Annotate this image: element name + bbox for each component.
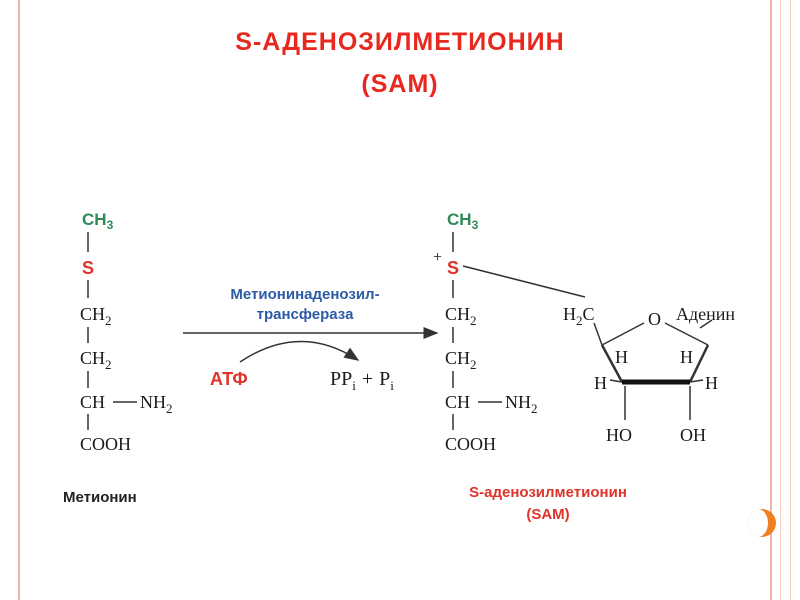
frame-left-border — [18, 0, 20, 600]
ribose-h-left-in: H — [615, 347, 628, 367]
page-title: S-АДЕНОЗИЛМЕТИОНИН — [235, 28, 565, 56]
ribose-structure: H2C O Аденин H H H H HO OH — [563, 304, 735, 445]
sam-nh2: NH2 — [505, 392, 538, 416]
methionine-cooh: COOH — [80, 434, 131, 454]
sam-ch: CH — [445, 392, 470, 412]
enzyme-label-line2: трансфераза — [257, 306, 354, 323]
ribose-ho: HO — [606, 425, 632, 445]
decorative-circle-icon — [748, 509, 776, 537]
ribose-o: O — [648, 309, 661, 329]
page-subtitle: (SAM) — [361, 70, 439, 98]
ribose-h-right-in: H — [680, 347, 693, 367]
methionine-caption: Метионин — [63, 489, 137, 506]
curved-arrow — [239, 340, 360, 363]
ring-bond — [664, 322, 709, 346]
sam-ch2-a: CH2 — [445, 304, 477, 328]
methionine-nh2: NH2 — [140, 392, 173, 416]
bond — [699, 319, 713, 329]
products-label: PPi+Pi — [330, 368, 394, 393]
methionine-ch2-b: CH2 — [80, 348, 112, 372]
methionine-s: S — [82, 258, 94, 278]
methionine-ch3: CH3 — [82, 210, 114, 232]
methionine-ch2-a: CH2 — [80, 304, 112, 328]
ribose-h-right-out: H — [705, 373, 718, 393]
sam-caption-line1: S-аденозилметионин — [469, 484, 627, 501]
frame-right-border — [770, 0, 772, 600]
bond — [593, 322, 603, 346]
sam-caption-line2: (SAM) — [526, 506, 569, 523]
reaction-arrow-group: Метионинаденозил- трансфераза АТФ PPi+Pi — [183, 286, 439, 393]
frame-right-border-2 — [780, 0, 781, 600]
bond-s-ribose — [462, 265, 586, 298]
ribose-h2c: H2C — [563, 304, 595, 328]
methionine-structure: CH3 S CH2 CH2 CH NH2 COOH Метионин — [63, 210, 173, 506]
sam-ch2-b: CH2 — [445, 348, 477, 372]
bond — [609, 379, 623, 383]
ribose-oh: OH — [680, 425, 706, 445]
enzyme-label-line1: Метионинаденозил- — [230, 286, 379, 303]
ribose-h-left-out: H — [594, 373, 607, 393]
decorative-circle-mask — [748, 509, 768, 537]
sam-cooh: COOH — [445, 434, 496, 454]
sam-plus: + — [433, 249, 442, 266]
atp-label: АТФ — [210, 369, 248, 389]
ring-bond — [688, 344, 710, 383]
frame-right-border-3 — [790, 0, 791, 600]
sam-structure: CH3 + S CH2 CH2 CH NH2 COOH S-аденозилме… — [433, 210, 627, 523]
ribose-adenine: Аденин — [676, 304, 735, 324]
methionine-ch: CH — [80, 392, 105, 412]
sam-ch3: CH3 — [447, 210, 479, 232]
sam-s: S — [447, 258, 459, 278]
ring-bond — [600, 344, 624, 383]
ring-bond — [601, 322, 645, 346]
bond — [689, 379, 704, 383]
